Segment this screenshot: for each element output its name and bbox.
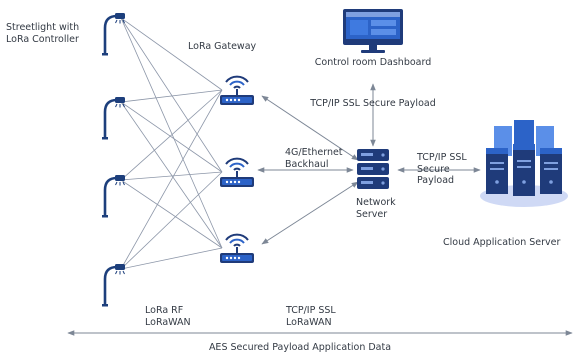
lora-mesh-links — [120, 17, 223, 270]
mesh-link — [120, 89, 223, 181]
mesh-link — [120, 17, 223, 249]
cloud-server-icon — [480, 120, 568, 207]
desktop-monitor-icon — [343, 9, 403, 53]
lora-rf-label: LoRa RF LoRaWAN — [145, 305, 191, 328]
streetlight-icon — [102, 13, 125, 56]
gw1-server-link — [261, 95, 359, 161]
gw3-server-link — [261, 181, 359, 245]
tcp-ssl-right-line1: TCP/IP SSL — [417, 152, 467, 163]
gateway-label: LoRa Gateway — [188, 41, 257, 52]
backhaul-label-line2: Backhaul — [285, 158, 329, 170]
wireless-router-icon — [220, 233, 254, 263]
dashboard-label: Control room Dashboard — [314, 57, 432, 68]
aes-label: AES Secured Payload Application Data — [208, 342, 392, 353]
streetlight-label-line2: LoRa Controller — [6, 33, 79, 45]
cloud-server-label: Cloud Application Server — [443, 237, 561, 248]
wireless-router-icon — [220, 157, 254, 187]
network-server-label-line2: Server — [356, 208, 388, 220]
mesh-link — [120, 247, 223, 270]
secure-payload-label: TCP/IP SSL Secure Payload — [310, 98, 436, 109]
mesh-link — [120, 101, 223, 249]
streetlight-icon — [102, 97, 125, 140]
backhaul-label: 4G/Ethernet Backhaul — [285, 147, 343, 170]
tcp-ssl-right-line3: Payload — [417, 175, 455, 186]
streetlight-label-line1: Streetlight with — [6, 22, 80, 33]
network-server-label-line1: Network — [356, 197, 396, 208]
lora-rf-line2: LoRaWAN — [145, 316, 191, 328]
mesh-link — [120, 89, 223, 270]
tcp-ssl-right-label: TCP/IP SSL Secure Payload — [417, 152, 467, 187]
lora-rf-line1: LoRa RF — [145, 305, 184, 316]
network-server-label: Network Server — [356, 197, 396, 220]
streetlight-label: Streetlight with LoRa Controller — [6, 22, 79, 45]
mesh-link — [120, 101, 223, 173]
mesh-link — [120, 179, 223, 249]
server-rack-icon — [357, 149, 389, 189]
mesh-link — [120, 17, 223, 173]
streetlight-icon — [102, 264, 125, 307]
tcp-ssl-right-line2: Secure — [417, 163, 450, 175]
mesh-link — [120, 171, 223, 181]
mesh-link — [120, 89, 223, 103]
streetlight-icon — [102, 175, 125, 218]
backhaul-label-line1: 4G/Ethernet — [285, 147, 343, 158]
mesh-link — [120, 171, 223, 270]
wireless-router-icon — [220, 75, 254, 105]
tcp-lorawan-label: TCP/IP SSL LoRaWAN — [286, 305, 336, 328]
mesh-link — [120, 17, 223, 91]
tcp-lorawan-line2: LoRaWAN — [286, 316, 332, 328]
tcp-lorawan-line1: TCP/IP SSL — [286, 305, 336, 316]
